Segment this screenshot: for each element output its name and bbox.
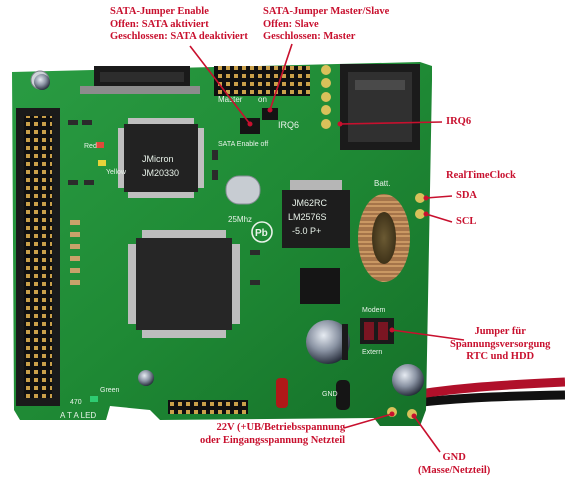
bottom-pin-header [168,400,248,414]
pb-logo: Pb [251,221,273,243]
sata-enable-line2: Geschlossen: SATA deaktiviert [110,31,248,42]
gnd-line1: GND [442,452,466,463]
sata-connector [80,66,200,94]
card-slot [340,64,420,150]
modem-silk: Modem [362,307,386,314]
top-pin-header [214,66,310,96]
sda-label: SDA [456,190,478,201]
supply-line1: 22V (+UB/Betriebsspannung [216,422,346,433]
sata-ms-line1: Offen: Slave [263,18,319,30]
callout-scl: SCL [456,216,476,229]
power-diode [300,268,340,304]
voltage-regulator: JM62RC LM2576S -5.0 P+ [282,180,350,248]
regulator-label-3: -5.0 P+ [292,226,321,236]
sata-enable-silk: SATA Enable off [218,141,268,148]
callout-rtc: RealTimeClock [446,170,516,183]
regulator-label-1: JM62RC [292,198,328,208]
toroid-coil [358,194,410,282]
jmicron-chip: JMicron JM20330 [118,118,204,198]
gnd-silk: GND [322,391,338,398]
power-jumper-line1: Jumper für [474,326,526,337]
ide-connector [16,108,60,406]
annotation-dots [247,107,429,419]
red-component [276,378,288,408]
sata-ms-title: SATA-Jumper Master/Slave [263,6,390,17]
rtc-label: RealTimeClock [446,170,516,181]
callout-sda: SDA [456,190,477,203]
status-leds [90,142,106,402]
power-jumper-block: Modem Extern [360,307,394,356]
callout-gnd: GND (Masse/Netzteil) [418,452,490,477]
sata-enable-line1: Offen: SATA aktiviert [110,18,209,30]
scl-label: SCL [456,216,477,227]
sata-ms-line2: Geschlossen: Master [263,31,356,42]
jmicron-label-1: JMicron [142,154,174,164]
ata-led-silk: A T A LED [60,411,96,420]
capacitor-small [138,370,154,386]
power-jumper-line3: RTC und HDD [466,351,535,362]
gnd-line2: (Masse/Netzteil) [418,464,491,476]
regulator-label-2: LM2576S [288,212,327,222]
capacitor-right [392,364,424,396]
callout-irq6: IRQ6 [446,116,471,129]
yellow-silk: Yellow [106,169,127,176]
power-jumper-line2: Spannungsversorgung [450,338,551,350]
main-controller-chip [128,230,240,338]
capacitor-topleft [34,74,50,90]
c470-silk: 470 [70,399,82,406]
sata-master-jumper [262,108,278,120]
irq6-silk: IRQ6 [278,120,299,130]
black-component [336,380,350,410]
extern-silk: Extern [362,349,382,356]
red-silk: Red [84,143,97,150]
callout-supply: 22V (+UB/Betriebsspannung oder Eingangss… [200,422,345,447]
callout-sata-enable: SATA-Jumper Enable Offen: SATA aktiviert… [110,6,248,44]
pb-label: Pb [255,228,268,239]
callout-sata-master-slave: SATA-Jumper Master/Slave Offen: Slave Ge… [263,6,389,44]
sata-enable-title: SATA-Jumper Enable [110,6,209,17]
annotation-lines [189,43,465,453]
crystal-label: 25Mhz [228,215,252,224]
callout-power-jumper: Jumper für Spannungsversorgung RTC und H… [450,326,550,364]
jmicron-label-2: JM20330 [142,168,179,178]
supply-line2: oder Eingangsspannung Netzteil [200,434,346,446]
batt-silk: Batt. [374,179,390,188]
green-silk: Green [100,387,120,394]
irq6-label: IRQ6 [446,116,472,127]
test-pads [321,65,425,419]
crystal: 25Mhz [225,175,261,224]
smd-components [68,120,260,285]
capacitor-large [306,320,350,364]
slave-silk: on [258,95,267,104]
